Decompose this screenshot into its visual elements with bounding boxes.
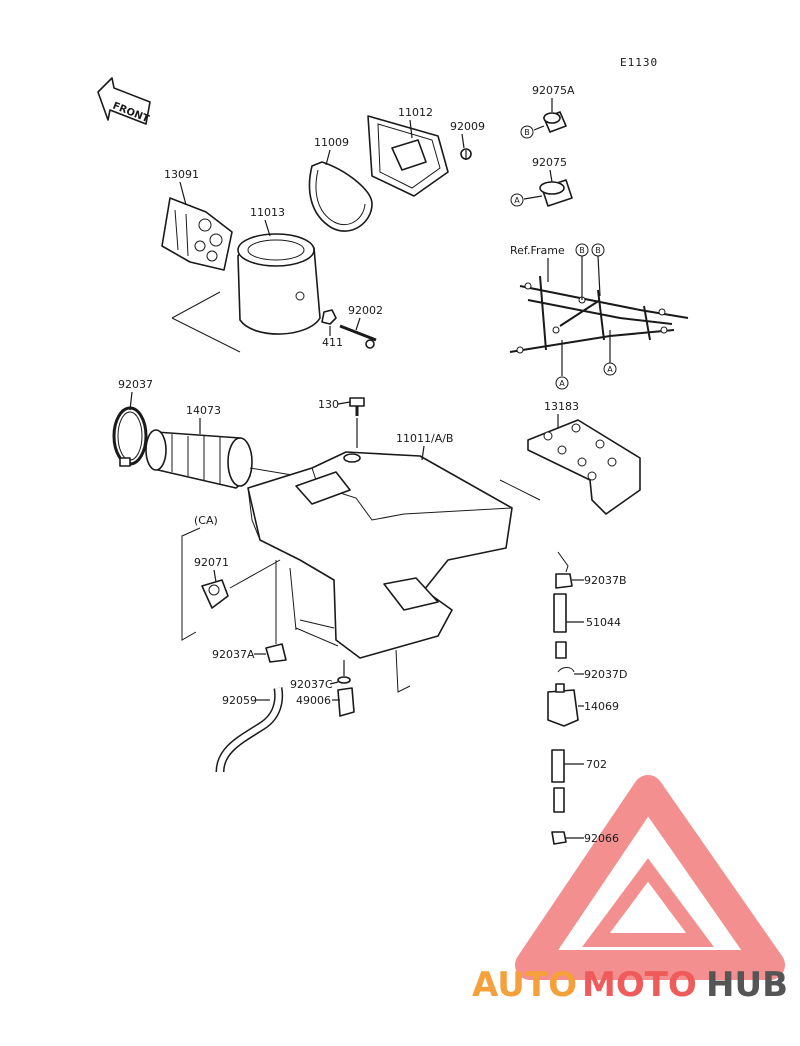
label-11012: 11012 [398, 106, 433, 119]
label-92009: 92009 [450, 120, 485, 133]
part-11011-drawing [247, 451, 513, 659]
label-51044: 51044 [586, 616, 621, 629]
part-11013-drawing [237, 233, 321, 335]
label-49006: 49006 [296, 694, 331, 707]
callout-a-icon [510, 193, 524, 207]
part-411-drawing [321, 309, 337, 325]
callout-a-92075: A [514, 196, 520, 205]
part-702-drawing [551, 749, 565, 783]
watermark-logo [515, 775, 785, 980]
label-11011: 11011/A/B [396, 432, 453, 445]
part-51044-drawing [553, 593, 567, 633]
watermark-text: AUTO MOTO HUB [472, 965, 788, 1005]
part-92009-drawing [460, 148, 472, 160]
label-92002: 92002 [348, 304, 383, 317]
label-14069: 14069 [584, 700, 619, 713]
part-13091-drawing [161, 197, 233, 271]
part-49006-drawing [337, 676, 355, 717]
part-14069-drawing [547, 683, 579, 727]
label-92037a: 92037A [212, 648, 255, 661]
callout-b-92075a: B [524, 128, 530, 137]
label-92037b: 92037B [584, 574, 627, 587]
label-411: 411 [322, 336, 343, 349]
ca-label: (CA) [194, 514, 218, 527]
label-92037d: 92037D [584, 668, 627, 681]
label-702: 702 [586, 758, 607, 771]
label-130: 130 [318, 398, 339, 411]
label-13091: 13091 [164, 168, 199, 181]
label-14073: 14073 [186, 404, 221, 417]
callout-a-frame-2: A [607, 365, 613, 374]
part-92075a-drawing [543, 111, 567, 133]
label-11013: 11013 [250, 206, 285, 219]
part-92037d-drawing [557, 667, 575, 673]
part-130-drawing [349, 397, 365, 416]
part-92037b-drawing [555, 573, 573, 589]
ref-frame-label: Ref.Frame [510, 244, 565, 257]
watermark-auto: AUTO [472, 965, 577, 1005]
label-92059: 92059 [222, 694, 257, 707]
label-92075a: 92075A [532, 84, 575, 97]
callout-b-frame-2: B [595, 246, 601, 255]
callout-b-icon [520, 125, 534, 139]
catalog-code: E1130 [620, 56, 658, 69]
part-92037-drawing [112, 406, 148, 467]
part-11012-drawing [367, 115, 449, 197]
callout-a-frame-1: A [559, 379, 565, 388]
watermark-moto: MOTO [582, 965, 697, 1005]
label-11009: 11009 [314, 136, 349, 149]
part-14073-drawing [145, 429, 253, 489]
callout-b-frame-1: B [579, 246, 585, 255]
label-92037: 92037 [118, 378, 153, 391]
part-92066-drawing [551, 831, 567, 845]
label-92075: 92075 [532, 156, 567, 169]
label-92037c: 92037C [290, 678, 333, 691]
part-92071-drawing [201, 579, 229, 609]
label-13183: 13183 [544, 400, 579, 413]
label-92071: 92071 [194, 556, 229, 569]
watermark-hub: HUB [706, 965, 788, 1005]
part-13183-drawing [527, 419, 641, 515]
label-92066: 92066 [584, 832, 619, 845]
part-92002-drawing [339, 324, 377, 349]
front-arrow-icon: FRONT [97, 77, 151, 125]
part-11009-drawing [308, 161, 373, 232]
part-92037a-drawing [265, 643, 287, 663]
part-92075-drawing [539, 179, 573, 207]
